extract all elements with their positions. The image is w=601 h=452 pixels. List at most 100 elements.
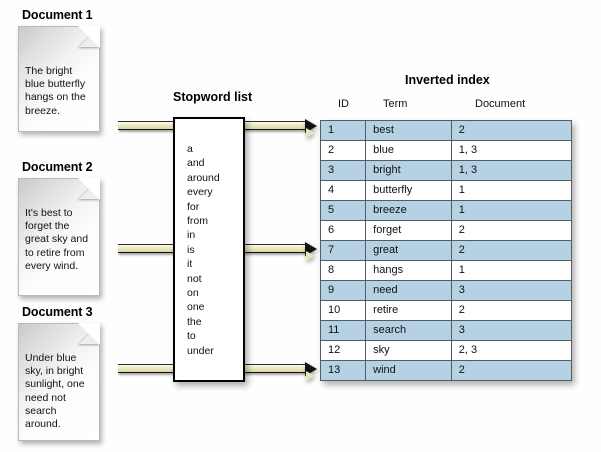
cell-id: 13 <box>319 360 367 381</box>
arrow-shaft <box>118 244 176 253</box>
table-row: 12 sky 2, 3 <box>319 340 573 361</box>
page-corner-icon <box>78 26 100 48</box>
cell-document: 1, 3 <box>450 160 573 181</box>
document-3-card: Under blue sky, in bright sunlight, one … <box>18 323 100 441</box>
stopword-item: one <box>187 301 205 314</box>
stopword-item: it <box>187 258 193 271</box>
document-2-card: It's best to forget the great sky and to… <box>18 178 100 296</box>
cell-id: 11 <box>319 320 367 341</box>
cell-term: sky <box>365 340 452 361</box>
cell-id: 9 <box>319 280 367 301</box>
cell-term: hangs <box>365 260 452 281</box>
cell-document: 2 <box>450 220 573 241</box>
arrow-shaft <box>118 121 176 130</box>
document-3-text: Under blue sky, in bright sunlight, one … <box>25 352 85 431</box>
stopword-list-box: a and around every for from in is it not… <box>173 117 245 382</box>
cell-document: 2 <box>450 360 573 381</box>
document-1-card: The bright blue butterfly hangs on the b… <box>18 26 100 132</box>
cell-document: 3 <box>450 280 573 301</box>
table-row: 5 breeze 1 <box>319 200 573 221</box>
arrow-doc2-to-stopword <box>118 242 176 255</box>
cell-term: need <box>365 280 452 301</box>
document-2-text: It's best to forget the great sky and to… <box>25 207 89 272</box>
table-row: 7 great 2 <box>319 240 573 261</box>
stopword-item: on <box>187 287 199 300</box>
stopword-item: is <box>187 243 195 256</box>
arrow-stopword-to-index-1 <box>243 119 319 138</box>
table-row: 1 best 2 <box>319 120 573 141</box>
column-header-id: ID <box>338 98 349 110</box>
cell-id: 8 <box>319 260 367 281</box>
arrow-stopword-to-index-2 <box>243 242 319 261</box>
inverted-index-column-headers: ID Term Document <box>320 98 572 118</box>
cell-document: 3 <box>450 320 573 341</box>
inverted-index-title: Inverted index <box>405 73 490 87</box>
stopword-item: from <box>187 215 208 228</box>
cell-id: 6 <box>319 220 367 241</box>
arrowhead-icon <box>305 242 317 261</box>
inverted-index-table: 1 best 2 2 blue 1, 3 3 bright 1, 3 4 but… <box>319 120 573 381</box>
table-row: 2 blue 1, 3 <box>319 140 573 161</box>
table-row: 10 retire 2 <box>319 300 573 321</box>
arrow-shaft <box>243 244 305 253</box>
cell-term: blue <box>365 140 452 161</box>
document-1-text: The bright blue butterfly hangs on the b… <box>25 65 86 117</box>
cell-id: 2 <box>319 140 367 161</box>
stopword-item: every <box>187 186 213 199</box>
arrow-shaft <box>243 121 305 130</box>
document-3-title: Document 3 <box>22 305 93 319</box>
table-row: 3 bright 1, 3 <box>319 160 573 181</box>
page-corner-icon <box>78 178 100 200</box>
cell-term: retire <box>365 300 452 321</box>
cell-document: 1, 3 <box>450 140 573 161</box>
cell-document: 2 <box>450 120 573 141</box>
stopword-item: in <box>187 229 196 242</box>
table-row: 8 hangs 1 <box>319 260 573 281</box>
stopword-item: the <box>187 315 202 328</box>
document-1-title: Document 1 <box>22 8 93 22</box>
cell-id: 7 <box>319 240 367 261</box>
cell-document: 1 <box>450 180 573 201</box>
arrow-stopword-to-index-3 <box>243 362 319 381</box>
cell-document: 1 <box>450 200 573 221</box>
cell-document: 1 <box>450 260 573 281</box>
arrowhead-icon <box>305 362 317 381</box>
cell-id: 1 <box>319 120 367 141</box>
cell-term: search <box>365 320 452 341</box>
column-header-term: Term <box>383 98 408 110</box>
cell-document: 2 <box>450 240 573 261</box>
page-corner-icon <box>78 323 100 345</box>
cell-term: wind <box>365 360 452 381</box>
stopword-item: to <box>187 330 196 343</box>
cell-document: 2 <box>450 300 573 321</box>
cell-document: 2, 3 <box>450 340 573 361</box>
cell-term: bright <box>365 160 452 181</box>
table-row: 9 need 3 <box>319 280 573 301</box>
table-row: 11 search 3 <box>319 320 573 341</box>
cell-term: great <box>365 240 452 261</box>
arrow-doc3-to-stopword <box>118 362 176 375</box>
stopword-item: under <box>187 344 214 357</box>
stopword-item: and <box>187 157 205 170</box>
arrowhead-icon <box>305 119 317 138</box>
cell-term: breeze <box>365 200 452 221</box>
arrow-shaft <box>243 364 305 373</box>
table-row: 13 wind 2 <box>319 360 573 381</box>
cell-term: best <box>365 120 452 141</box>
table-row: 6 forget 2 <box>319 220 573 241</box>
stopword-list-title: Stopword list <box>173 90 253 104</box>
stopword-item: around <box>187 171 220 184</box>
cell-id: 4 <box>319 180 367 201</box>
document-2-title: Document 2 <box>22 160 93 174</box>
arrow-shaft <box>118 364 176 373</box>
stopword-list: a and around every for from in is it not… <box>175 119 243 358</box>
cell-id: 5 <box>319 200 367 221</box>
cell-term: forget <box>365 220 452 241</box>
stopword-item: for <box>187 200 200 213</box>
stopword-item: a <box>187 143 193 155</box>
column-header-document: Document <box>475 98 526 110</box>
table-row: 4 butterfly 1 <box>319 180 573 201</box>
cell-id: 10 <box>319 300 367 321</box>
cell-id: 3 <box>319 160 367 181</box>
